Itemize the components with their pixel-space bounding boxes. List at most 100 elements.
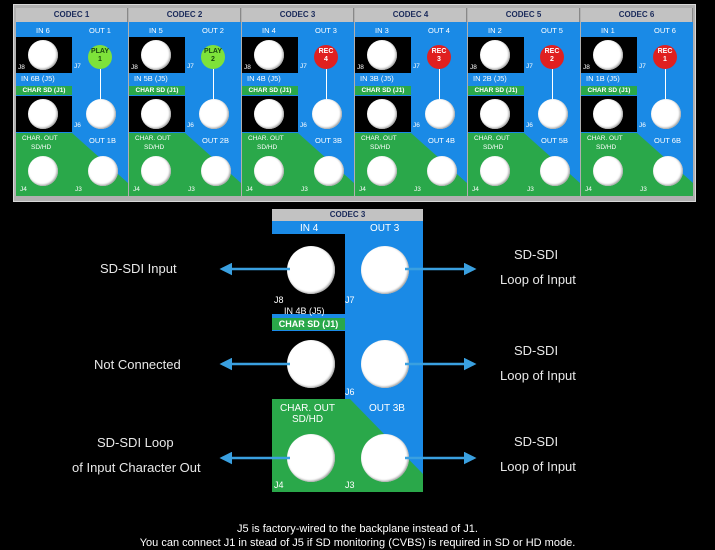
in-b-label: IN 6B (J5) — [21, 74, 55, 83]
j7-label: J7 — [74, 63, 81, 70]
out-label: OUT 1 — [89, 26, 111, 35]
bnc-char-out[interactable] — [141, 156, 171, 186]
j4-label: J4 — [274, 480, 284, 490]
j4-label: J4 — [359, 186, 366, 193]
j6-label: J6 — [345, 387, 355, 397]
bnc-out[interactable] — [88, 156, 118, 186]
codec-title: CODEC 4 — [355, 8, 467, 22]
bnc-in[interactable] — [141, 40, 171, 70]
bnc-j6[interactable] — [361, 340, 409, 388]
label-loop-char-out-2: of Input Character Out — [72, 460, 201, 475]
bnc-char-out[interactable] — [593, 156, 623, 186]
j8-label: J8 — [18, 64, 25, 71]
label-right-2a: SD-SDI — [514, 343, 559, 358]
label-loop-char-out-1: SD-SDI Loop — [97, 435, 174, 450]
in-b-label: IN 2B (J5) — [473, 74, 507, 83]
bnc-char-out[interactable] — [367, 156, 397, 186]
bnc-out[interactable] — [314, 156, 344, 186]
bnc-out[interactable] — [201, 156, 231, 186]
in-b-label: IN 4B (J5) — [247, 74, 281, 83]
out-b-label: OUT 2B — [202, 136, 229, 145]
footer-note-2: You can connect J1 in stead of J5 if SD … — [139, 537, 576, 549]
codec-card: CODEC 3 IN 4 OUT 3 REC 4 J8 J7 IN 4B (J5… — [242, 8, 354, 196]
bnc-j8[interactable] — [287, 246, 335, 294]
bnc-in[interactable] — [28, 40, 58, 70]
detail-char-out-2: SD/HD — [292, 414, 324, 425]
codec-card: CODEC 2 IN 5 OUT 2 PLAY 2 J8 J7 IN 5B (J… — [129, 8, 241, 196]
char-out-1: CHAR. OUT — [135, 135, 171, 142]
bnc-loop[interactable] — [425, 99, 455, 129]
status-led: REC 3 — [427, 45, 451, 69]
bnc-in[interactable] — [593, 40, 623, 70]
led-num: 1 — [663, 56, 667, 63]
label-sd-sdi-input: SD-SDI Input — [100, 261, 177, 276]
char-out-1: CHAR. OUT — [361, 135, 397, 142]
j7-label: J7 — [639, 63, 646, 70]
out-label: OUT 4 — [428, 26, 450, 35]
char-out-1: CHAR. OUT — [248, 135, 284, 142]
bnc-j4[interactable] — [287, 434, 335, 482]
bnc-loop[interactable] — [199, 99, 229, 129]
bnc-char-sd[interactable] — [367, 99, 397, 129]
bnc-out[interactable] — [653, 156, 683, 186]
j3-label: J3 — [527, 186, 534, 193]
loop-line — [326, 69, 327, 103]
label-right-1b: Loop of Input — [500, 272, 576, 287]
loop-line — [439, 69, 440, 103]
bnc-j3[interactable] — [361, 434, 409, 482]
j6-label: J6 — [74, 122, 81, 129]
char-sd-label: CHAR SD (J1) — [16, 86, 72, 95]
out-b-label: OUT 1B — [89, 136, 116, 145]
codec-title: CODEC 6 — [581, 8, 693, 22]
label-right-3b: Loop of Input — [500, 459, 576, 474]
out-label: OUT 2 — [202, 26, 224, 35]
bnc-char-out[interactable] — [254, 156, 284, 186]
codec-detail-panel: CODEC 3 IN 4 OUT 3 J8 J7 IN 4B (J5) CHAR… — [272, 209, 423, 492]
bnc-char-sd[interactable] — [480, 99, 510, 129]
detail-out-label: OUT 3 — [370, 223, 400, 234]
bnc-char-sd[interactable] — [254, 99, 284, 129]
in-label: IN 1 — [601, 26, 615, 35]
j4-label: J4 — [585, 186, 592, 193]
status-led: REC 2 — [540, 45, 564, 69]
in-label: IN 4 — [262, 26, 276, 35]
j3-label: J3 — [345, 480, 355, 490]
char-out-2: SD/HD — [483, 144, 504, 151]
j8-label: J8 — [470, 64, 477, 71]
led-text: PLAY — [203, 48, 223, 55]
bnc-j7[interactable] — [361, 246, 409, 294]
bnc-in[interactable] — [367, 40, 397, 70]
out-b-label: OUT 4B — [428, 136, 455, 145]
bnc-char-sd[interactable] — [141, 99, 171, 129]
detail-in-b-label: IN 4B (J5) — [284, 306, 325, 316]
codec-card: CODEC 4 IN 3 OUT 4 REC 3 J8 J7 IN 3B (J5… — [355, 8, 467, 196]
j3-label: J3 — [301, 186, 308, 193]
j6-label: J6 — [639, 122, 646, 129]
bnc-out[interactable] — [427, 156, 457, 186]
led-num: 4 — [324, 56, 328, 63]
bnc-loop[interactable] — [86, 99, 116, 129]
bnc-char-sd[interactable] — [593, 99, 623, 129]
j6-label: J6 — [413, 122, 420, 129]
bnc-j1[interactable] — [287, 340, 335, 388]
bnc-in[interactable] — [254, 40, 284, 70]
label-right-3a: SD-SDI — [514, 434, 559, 449]
j8-label: J8 — [131, 64, 138, 71]
bnc-in[interactable] — [480, 40, 510, 70]
char-sd-label: CHAR SD (J1) — [242, 86, 298, 95]
j4-label: J4 — [133, 186, 140, 193]
bnc-out[interactable] — [540, 156, 570, 186]
bnc-char-out[interactable] — [28, 156, 58, 186]
char-out-2: SD/HD — [370, 144, 391, 151]
char-out-1: CHAR. OUT — [22, 135, 58, 142]
led-num: 2 — [550, 56, 554, 63]
bnc-loop[interactable] — [538, 99, 568, 129]
bnc-char-sd[interactable] — [28, 99, 58, 129]
bnc-loop[interactable] — [651, 99, 681, 129]
detail-title: CODEC 3 — [272, 209, 423, 221]
bnc-char-out[interactable] — [480, 156, 510, 186]
in-label: IN 2 — [488, 26, 502, 35]
bnc-loop[interactable] — [312, 99, 342, 129]
footer-note-1: J5 is factory-wired to the backplane ins… — [237, 523, 478, 535]
detail-in-label: IN 4 — [300, 223, 319, 234]
